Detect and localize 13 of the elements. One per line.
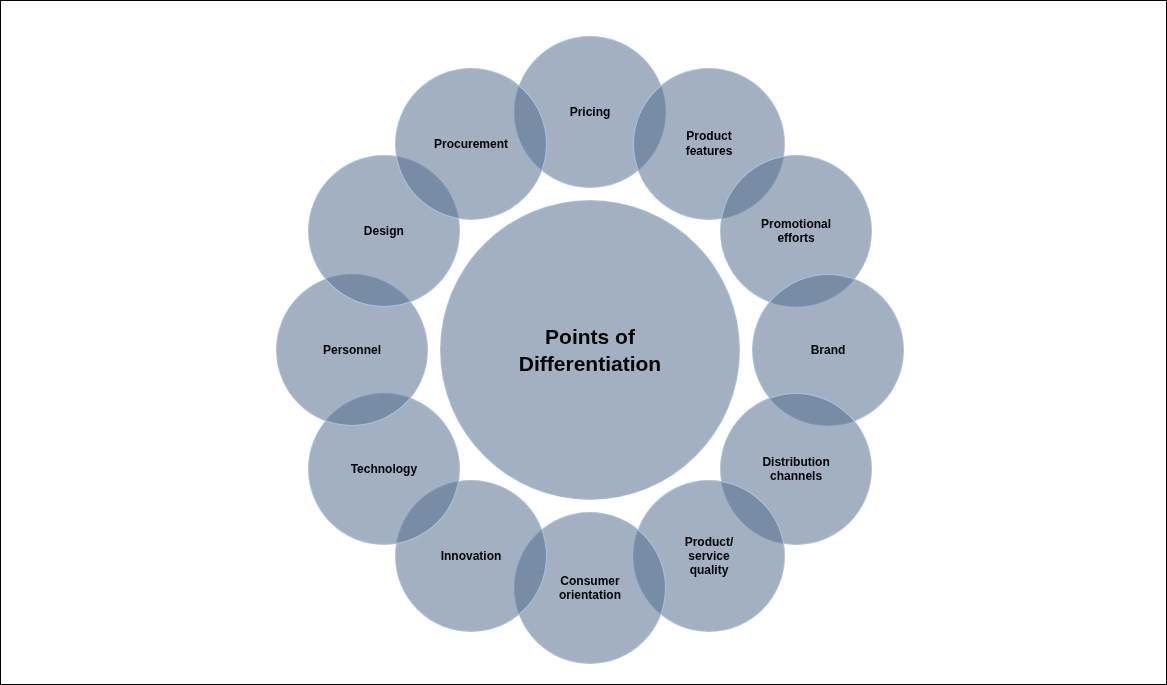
circle-label: Product/ service quality [683, 534, 735, 578]
circle-label: Personnel [323, 342, 381, 358]
circle-label: Innovation [440, 548, 502, 564]
circle-label: Brand [810, 342, 846, 358]
circle-label: Promotional efforts [760, 216, 833, 246]
circle-label: Pricing [569, 104, 611, 120]
circle-label: Consumer orientation [558, 573, 622, 603]
circle-label: Technology [350, 461, 418, 477]
circle-label: Product features [684, 129, 734, 159]
circle-label: Procurement [434, 136, 508, 152]
title-label: Points of Differentiation [517, 323, 663, 377]
circle-label: Design [363, 223, 404, 239]
circle-label: Distribution channels [761, 454, 831, 484]
